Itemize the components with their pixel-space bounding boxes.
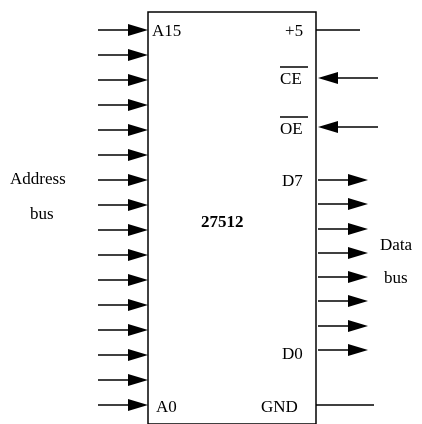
pin-label-oe: OE: [280, 119, 303, 138]
address-bus-label-line1: Address: [10, 169, 66, 188]
chip-part-number: 27512: [201, 212, 244, 231]
address-input-arrow: [98, 199, 148, 211]
address-input-arrow: [98, 374, 148, 386]
chip-body: [147, 11, 317, 424]
address-input-arrow: [98, 224, 148, 236]
address-input-arrow: [98, 74, 148, 86]
pin-label-a0: A0: [156, 397, 177, 416]
pin-label-power: +5: [285, 21, 303, 40]
address-bus-label-line2: bus: [30, 204, 54, 223]
data-output-arrow: [318, 223, 368, 235]
data-output-arrow: [318, 344, 368, 356]
address-input-arrow: [98, 174, 148, 186]
oe-input-arrow: [318, 121, 378, 133]
address-input-arrow: [98, 149, 148, 161]
address-input-arrow: [98, 24, 148, 36]
pin-label-ce: CE: [280, 69, 302, 88]
pin-label-d0: D0: [282, 344, 303, 363]
data-output-arrows: [318, 174, 368, 356]
address-input-arrow: [98, 124, 148, 136]
address-input-arrow: [98, 49, 148, 61]
data-output-arrow: [318, 174, 368, 186]
address-input-arrow: [98, 349, 148, 361]
ce-input-arrow: [318, 72, 378, 84]
data-output-arrow: [318, 247, 368, 259]
data-output-arrow: [318, 295, 368, 307]
pin-label-a15: A15: [152, 21, 181, 40]
data-output-arrow: [318, 271, 368, 283]
address-input-arrow: [98, 274, 148, 286]
address-input-arrow: [98, 299, 148, 311]
data-output-arrow: [318, 198, 368, 210]
pin-label-d7: D7: [282, 171, 303, 190]
address-input-arrow: [98, 249, 148, 261]
address-input-arrows: [98, 24, 148, 411]
pin-label-gnd: GND: [261, 397, 298, 416]
data-bus-label-line2: bus: [384, 268, 408, 287]
data-bus-label-line1: Data: [380, 235, 413, 254]
address-input-arrow: [98, 324, 148, 336]
data-output-arrow: [318, 320, 368, 332]
address-input-arrow: [98, 399, 148, 411]
address-input-arrow: [98, 99, 148, 111]
